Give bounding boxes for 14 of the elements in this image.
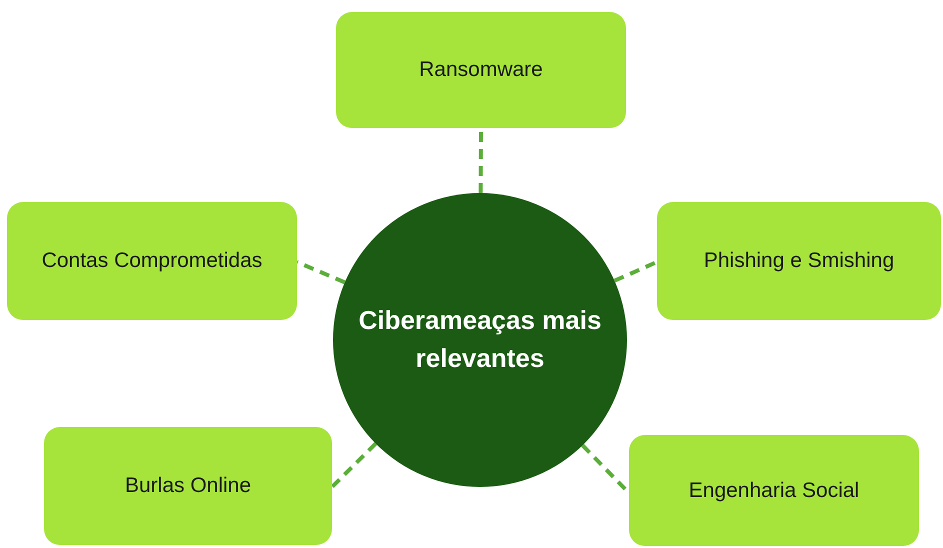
topic-box [629, 435, 919, 546]
dashed-connector [614, 260, 658, 283]
topic-box [7, 202, 297, 320]
node-label: Ransomware [419, 57, 543, 84]
topic-box [657, 202, 941, 320]
node-label: Contas Comprometidas [42, 248, 262, 274]
node-label: Engenharia Social [688, 478, 860, 504]
topic-box [336, 12, 626, 128]
node-label: Burlas Online [124, 473, 252, 500]
dashed-connector [330, 442, 378, 488]
node-label: Ciberameaças mais relevantes [358, 304, 602, 375]
dashed-connector [296, 260, 346, 284]
node-label: Phishing e Smishing [704, 248, 894, 274]
topic-box [44, 427, 332, 545]
